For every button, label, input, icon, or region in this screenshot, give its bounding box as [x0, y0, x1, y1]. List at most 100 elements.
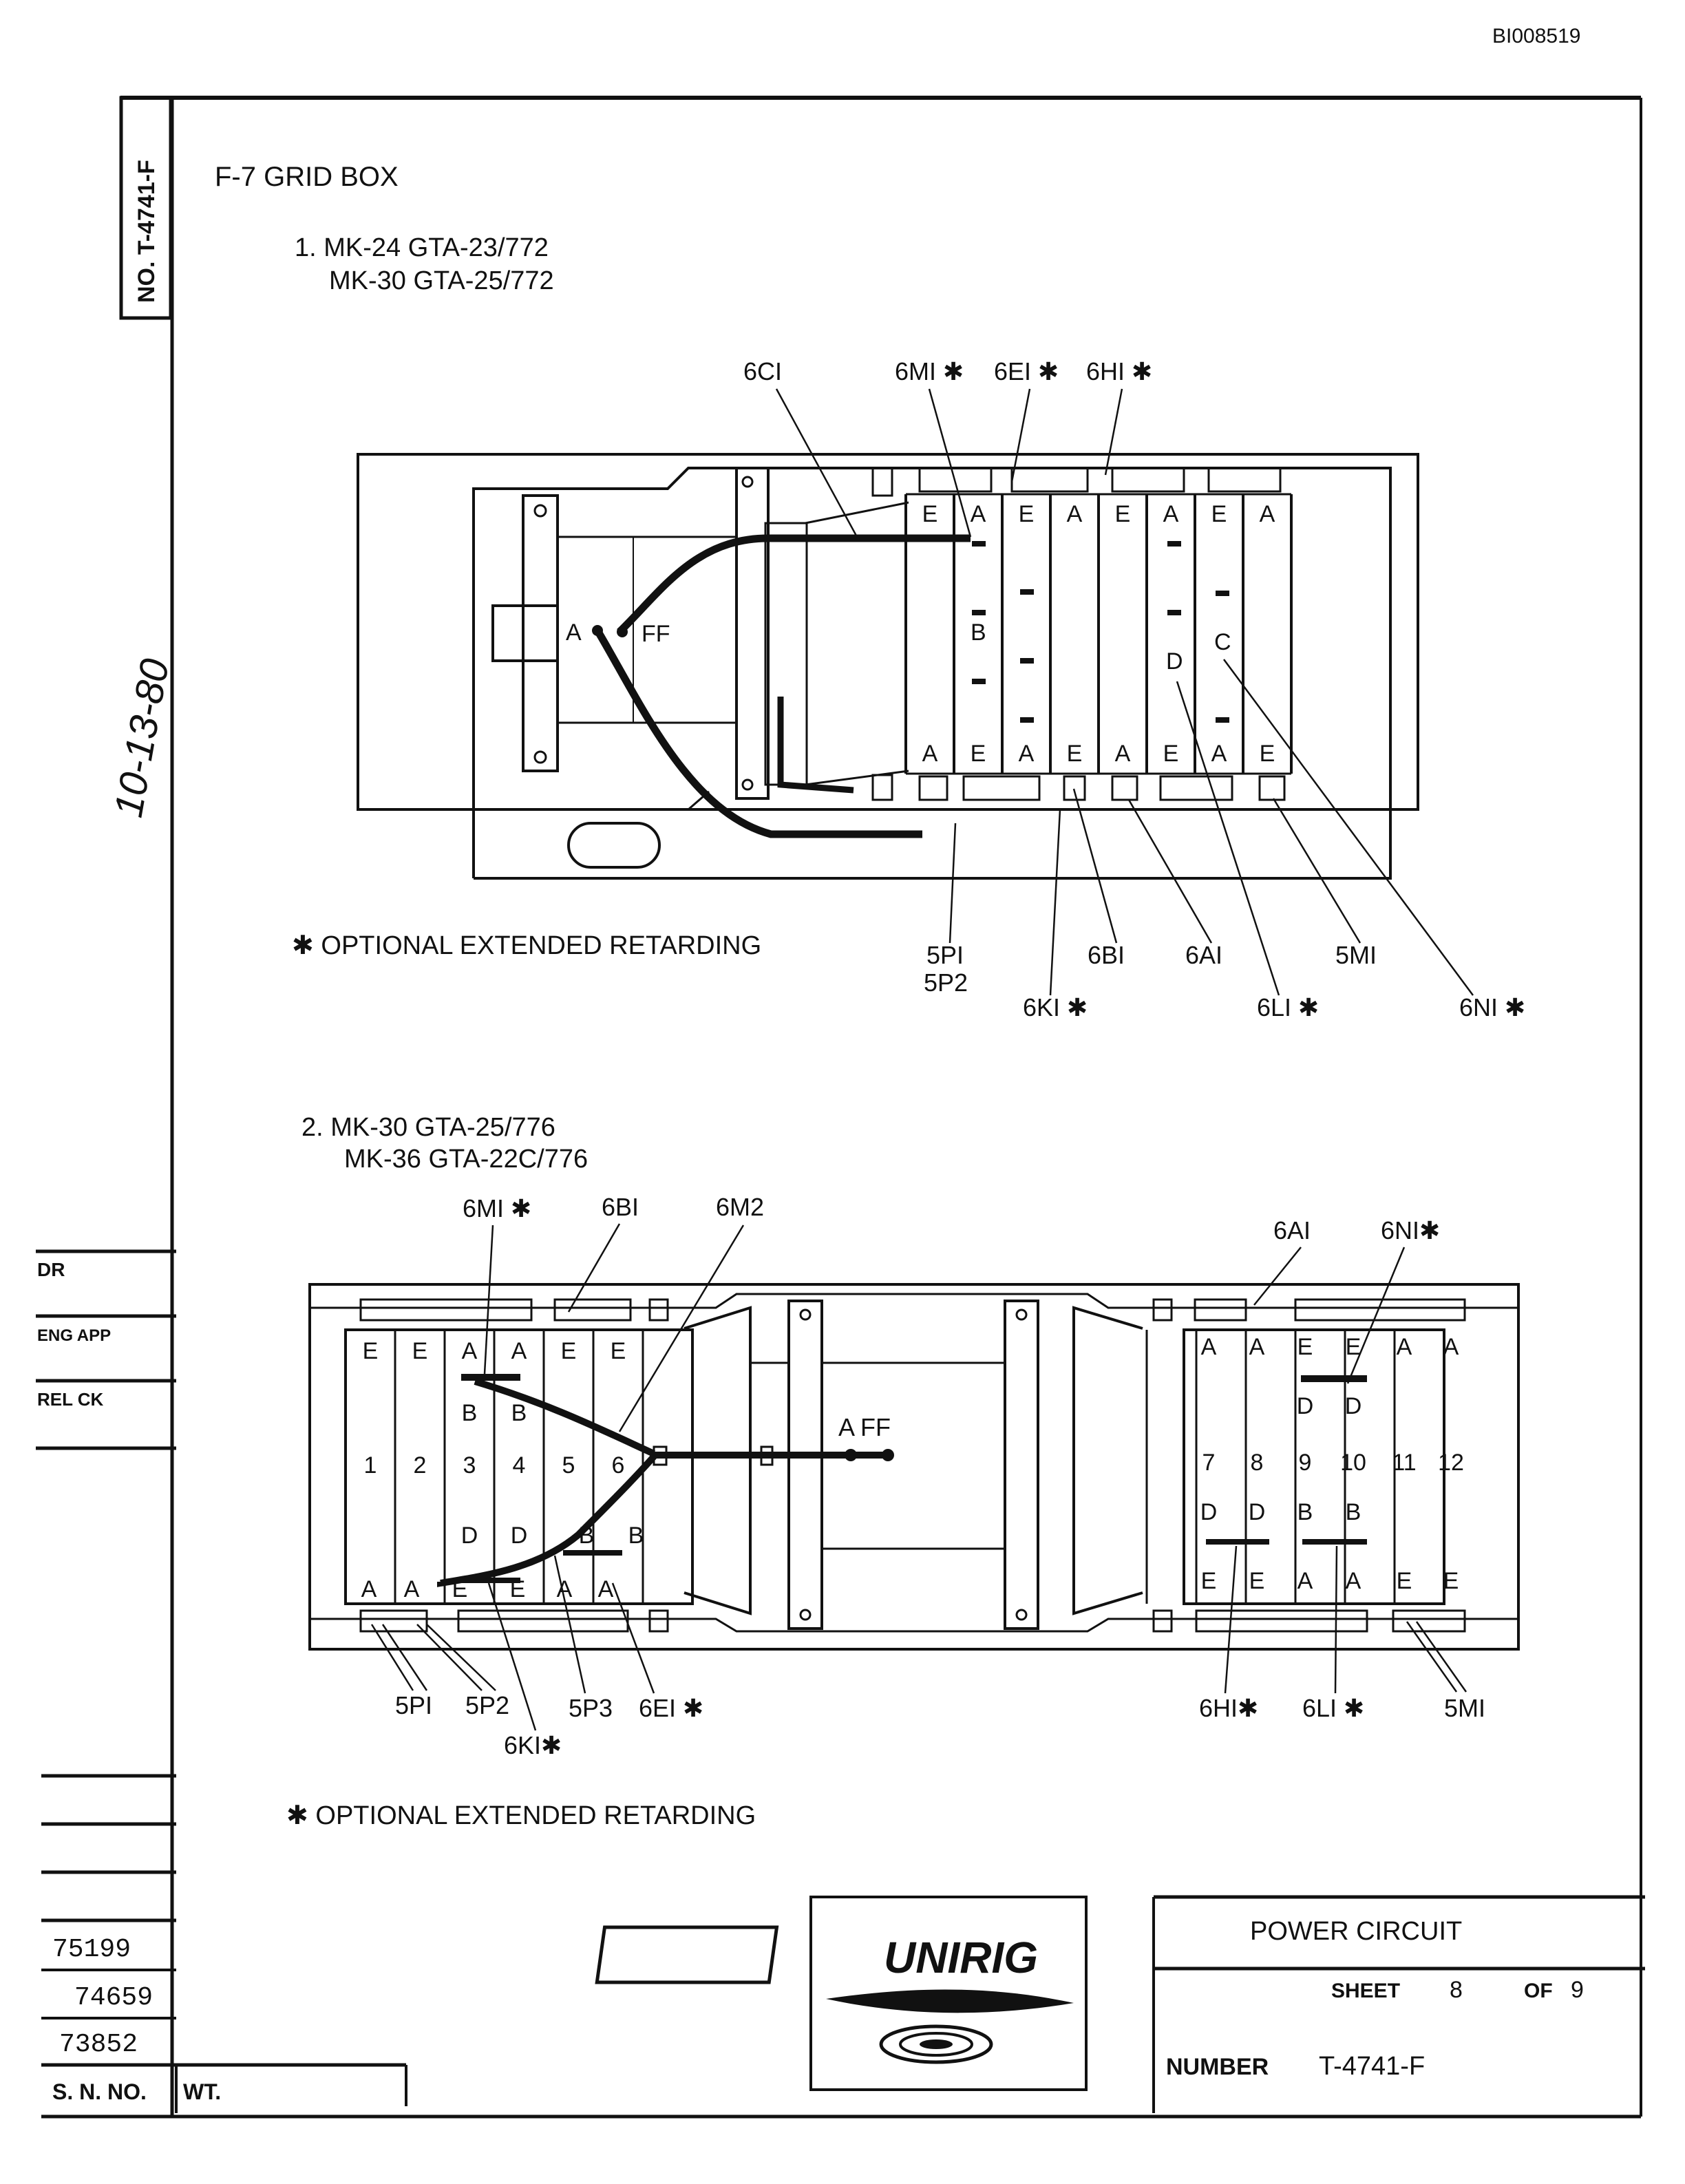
drawing-title: POWER CIRCUIT — [1250, 1917, 1462, 1946]
d1-support-bar — [735, 467, 770, 800]
serial-2: 74659 — [74, 1983, 153, 2013]
d2-bottom-leaders — [370, 1545, 1467, 1731]
d2-outer-frame — [308, 1283, 1520, 1651]
d2-left-bus — [461, 1374, 520, 1381]
d2-left-top-letter: E — [611, 1338, 626, 1364]
d2-left-number: 3 — [463, 1452, 476, 1478]
d2-right-bottom-letter: E — [1201, 1568, 1217, 1594]
d1-cable-ff — [617, 534, 971, 635]
d2-left-plate-frame — [344, 1328, 694, 1605]
number-value: T-4741-F — [1319, 2052, 1425, 2081]
d1-top-letter: A — [971, 501, 986, 527]
d1-terminal-ff: FF — [642, 621, 670, 647]
d1-plate-tap — [1216, 591, 1229, 596]
d1-terminal-a: A — [566, 619, 582, 646]
d2-left-low-letter: D — [511, 1523, 528, 1549]
d1-bottom-letter: A — [1019, 741, 1035, 767]
d2-left-number: 1 — [364, 1452, 377, 1478]
d1-callout-6ei: 6EI ✱ — [994, 357, 1059, 385]
d1-callout-6bi: 6BI — [1088, 941, 1125, 969]
d1-heading-2: MK-30 GTA-25/772 — [329, 266, 554, 295]
d2-center-bar-left — [787, 1300, 823, 1630]
d1-bottom-letter: A — [922, 741, 938, 767]
d1-oval-slot — [567, 822, 661, 869]
d2-left-bus — [461, 1578, 520, 1583]
eng-app-label: ENG APP — [37, 1326, 111, 1345]
document-id: BI008519 — [1492, 25, 1580, 47]
d1-top-letter: E — [1115, 501, 1131, 527]
d1-callout-6ki: 6KI ✱ — [1023, 993, 1088, 1021]
d2-callout-6hi: 6HI✱ — [1199, 1694, 1258, 1722]
d1-plate-tap — [1020, 589, 1034, 595]
d2-right-mid-letter: D — [1345, 1393, 1362, 1419]
d2-callout-5mi: 5MI — [1444, 1694, 1485, 1722]
d2-left-bottom-letter: A — [404, 1576, 420, 1602]
dr-label: DR — [37, 1259, 65, 1280]
d2-bottom-straps — [359, 1609, 1466, 1633]
d2-left-number: 5 — [562, 1452, 575, 1478]
d2-right-number: 9 — [1299, 1450, 1312, 1476]
d1-top-letter: E — [1019, 501, 1035, 527]
of-label: OF — [1524, 1980, 1553, 2002]
d2-heading-2: MK-36 GTA-22C/776 — [344, 1145, 588, 1174]
d1-bottom-straps — [871, 774, 1286, 801]
d2-right-low-letter: B — [1346, 1499, 1361, 1525]
d1-callout-6ci: 6CI — [743, 357, 782, 385]
d1-bottom-letter: E — [1260, 741, 1275, 767]
d1-bottom-letter: A — [1211, 741, 1227, 767]
d1-point-b: B — [971, 619, 986, 646]
logo-box — [809, 1896, 1088, 2091]
title-block: UNIRIG POWER CIRCUIT SHEET 8 OF 9 NUMBER… — [595, 1895, 1645, 2113]
sn-no-label: S. N. NO. — [52, 2079, 147, 2104]
d2-right-low-letter: D — [1200, 1499, 1218, 1525]
unirig-logo: UNIRIG — [595, 1925, 1074, 2064]
d1-plate-tap — [972, 541, 986, 547]
d2-right-top-letter: A — [1397, 1334, 1412, 1360]
side-number: NO. T-4741-F — [134, 160, 160, 303]
d2-callout-6ei: 6EI ✱ — [639, 1694, 703, 1722]
d1-plate-tap — [1167, 541, 1181, 547]
d2-right-number: 11 — [1392, 1450, 1416, 1476]
d1-point-c: C — [1214, 629, 1231, 655]
d2-left-top-letter: E — [363, 1338, 379, 1364]
d1-footnote: ✱ OPTIONAL EXTENDED RETARDING — [292, 931, 761, 960]
d1-callout-5p2: 5P2 — [924, 968, 968, 997]
d2-left-low-letter: D — [461, 1523, 478, 1549]
d2-left-number: 6 — [612, 1452, 625, 1478]
d1-bracket — [522, 494, 559, 772]
d2-right-bus — [1206, 1539, 1269, 1545]
d2-callout-6ni: 6NI✱ — [1381, 1216, 1440, 1244]
d1-callout-6hi: 6HI ✱ — [1086, 357, 1152, 385]
d2-left-top-letter: E — [412, 1338, 428, 1364]
d2-right-plate-frame — [1183, 1328, 1445, 1605]
d1-top-letter: A — [1163, 501, 1179, 527]
d2-left-number: 4 — [513, 1452, 526, 1478]
d2-right-bottom-letter: E — [1249, 1568, 1265, 1594]
d2-right-top-letter: E — [1346, 1334, 1361, 1360]
d2-heading-1: 2. MK-30 GTA-25/776 — [301, 1113, 555, 1142]
d2-left-bottom-letter: A — [361, 1576, 377, 1602]
d2-right-mid-letter: D — [1297, 1393, 1314, 1419]
d2-callout-6mi: 6MI ✱ — [463, 1194, 531, 1222]
number-label: NUMBER — [1166, 2054, 1269, 2080]
handwritten-date: 10-13-80 — [106, 655, 178, 820]
d2-callout-6bi: 6BI — [602, 1193, 639, 1221]
d1-top-letter: E — [922, 501, 938, 527]
d1-top-letter: A — [1260, 501, 1275, 527]
wt-label: WT. — [183, 2079, 221, 2104]
d2-left-bus — [563, 1550, 622, 1556]
d2-callout-6ai: 6AI — [1273, 1216, 1311, 1244]
d2-right-number: 10 — [1340, 1450, 1366, 1476]
d2-center-bar-right — [1004, 1300, 1039, 1630]
section-title: F-7 GRID BOX — [215, 162, 399, 192]
d1-top-leaders — [775, 388, 1123, 538]
d2-right-bus — [1301, 1375, 1367, 1382]
d2-top-straps — [359, 1298, 1466, 1322]
d1-plate-tap — [1167, 610, 1181, 615]
d1-plate-tap — [972, 679, 986, 684]
d2-callout-5p3: 5P3 — [569, 1694, 613, 1722]
d2-right-low-letter: B — [1297, 1499, 1313, 1525]
